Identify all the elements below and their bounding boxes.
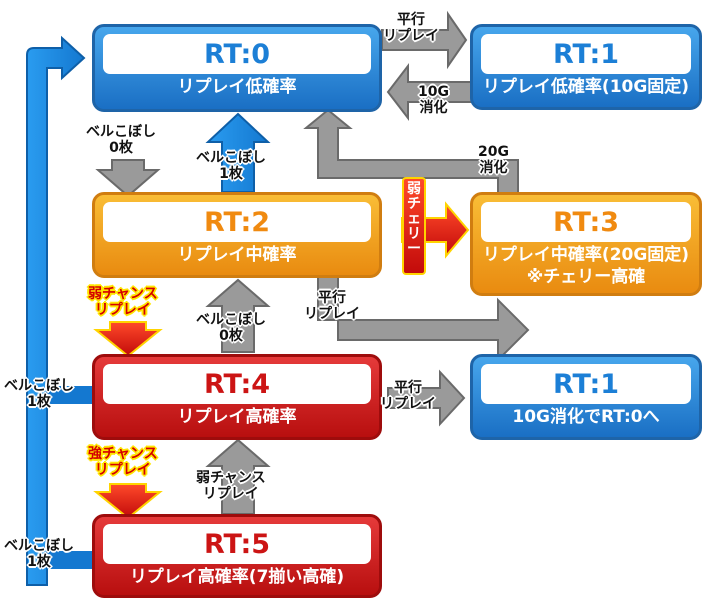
arrow-rt2-to-rt4 [93, 321, 163, 358]
rt4-desc: リプレイ高確率 [177, 407, 297, 427]
arrow-rt4-to-rt1b [387, 369, 466, 427]
state-rt1-top: RT:1 リプレイ低確率(10G固定) [470, 24, 702, 110]
label-rt4-to-rt1b: 平行リプレイ [380, 380, 436, 412]
label-rt2-to-rt4: 弱チャンスリプレイ [88, 286, 158, 318]
rt1b-title: RT:1 [481, 364, 691, 404]
label-rt2-to-rt1b: 平行リプレイ [304, 290, 360, 322]
arrow-rt2-to-rt1b [317, 269, 530, 363]
rt4-title: RT:4 [103, 364, 371, 404]
state-rt3: RT:3 リプレイ中確率(20G固定) ※チェリー高確 [470, 192, 702, 296]
label-rt5-to-rt4: 弱チャンスリプレイ [196, 470, 266, 502]
arrow-rt0-to-rt2 [95, 159, 161, 198]
label-rt0-to-rt1: 平行リプレイ [383, 12, 439, 44]
arrow-rt5-to-rt4 [205, 438, 271, 515]
rt5-desc: リプレイ高確率(7揃い高確) [129, 567, 345, 587]
weak-cherry-band [402, 177, 426, 275]
rt3-desc: リプレイ中確率(20G固定) [482, 245, 690, 265]
label-rt2-to-rt3: 弱チェリー [407, 181, 421, 257]
state-rt1-bottom: RT:1 10G消化でRT:0へ [470, 354, 702, 440]
arrow-bell-return-rt0 [26, 35, 92, 586]
rt5-title: RT:5 [103, 524, 371, 564]
label-rt4-to-rt5: 強チャンスリプレイ [88, 446, 158, 478]
state-rt5: RT:5 リプレイ高確率(7揃い高確) [92, 514, 382, 598]
arrow-rt1-to-rt0 [386, 63, 475, 121]
state-rt0: RT:0 リプレイ低確率 [92, 24, 382, 112]
rt1a-desc: リプレイ低確率(10G固定) [482, 77, 690, 97]
arrow-rt2-to-rt0 [205, 112, 271, 193]
arrow-rt3-to-rt0 [303, 108, 519, 201]
state-rt4: RT:4 リプレイ高確率 [92, 354, 382, 440]
rt0-desc: リプレイ低確率 [177, 77, 297, 97]
rt2-desc: リプレイ中確率 [177, 245, 297, 265]
rt1a-title: RT:1 [481, 34, 691, 74]
arrow-rt4-to-rt2 [205, 278, 271, 353]
rt2-title: RT:2 [103, 202, 371, 242]
state-rt2: RT:2 リプレイ中確率 [92, 192, 382, 278]
rt1b-desc: 10G消化でRT:0へ [512, 407, 660, 427]
rt0-title: RT:0 [103, 34, 371, 74]
rt3-note: ※チェリー高確 [526, 267, 646, 287]
rt3-title: RT:3 [481, 202, 691, 242]
arrow-rt0-to-rt1 [381, 10, 468, 70]
arrow-rt4-to-rt5 [93, 483, 163, 520]
